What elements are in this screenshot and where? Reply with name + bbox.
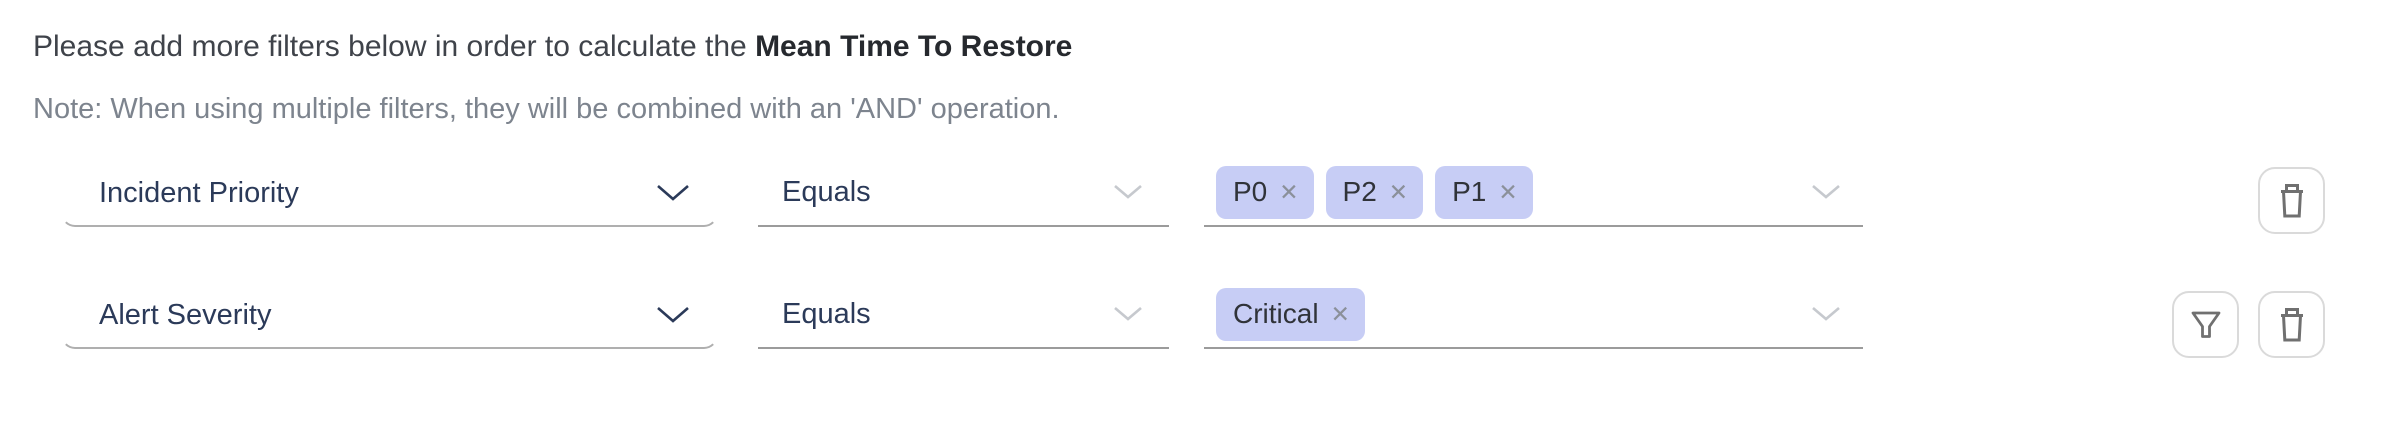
row1-field-select[interactable]: Incident Priority [61, 159, 718, 227]
row1-values-multiselect[interactable]: P0 ✕ P2 ✕ P1 ✕ [1204, 159, 1863, 227]
chevron-down-icon [1114, 307, 1142, 321]
page-title: Please add more filters below in order t… [33, 30, 1072, 64]
row2-filter-button[interactable] [2172, 291, 2239, 358]
row1-operator-select-value: Equals [782, 175, 871, 208]
row2-operator-select-value: Equals [782, 297, 871, 330]
chevron-down-icon [1114, 185, 1142, 199]
value-chip: Critical ✕ [1216, 287, 1365, 341]
value-chip: P2 ✕ [1325, 165, 1424, 219]
chevron-down-icon [1812, 185, 1840, 199]
filter-icon [2191, 311, 2220, 338]
trash-icon [2280, 183, 2303, 217]
value-chip: P0 ✕ [1216, 165, 1314, 219]
value-chip-label: P0 [1233, 176, 1268, 207]
trash-icon [2280, 307, 2303, 341]
remove-chip-icon[interactable]: ✕ [1388, 178, 1409, 205]
remove-chip-icon[interactable]: ✕ [1498, 178, 1518, 205]
page-title-text: Please add more filters below in order t… [33, 30, 756, 63]
row1-delete-button[interactable] [2258, 167, 2325, 234]
chevron-down-icon [1812, 307, 1840, 321]
row2-field-select[interactable]: Alert Severity [61, 281, 718, 349]
row2-chips: Critical ✕ [1216, 287, 1365, 341]
remove-chip-icon[interactable]: ✕ [1330, 300, 1350, 327]
row1-field-select-value: Incident Priority [99, 176, 299, 209]
row1-chips: P0 ✕ P2 ✕ P1 ✕ [1216, 165, 1533, 219]
row2-values-multiselect[interactable]: Critical ✕ [1204, 281, 1863, 349]
chevron-down-icon [657, 307, 689, 323]
value-chip: P1 ✕ [1435, 165, 1533, 219]
value-chip-label: Critical [1233, 298, 1319, 329]
row1-operator-select[interactable]: Equals [758, 159, 1169, 227]
value-chip-label: P2 [1342, 176, 1377, 207]
note-text: Note: When using multiple filters, they … [33, 93, 1060, 125]
row2-field-select-value: Alert Severity [99, 298, 272, 331]
row2-delete-button[interactable] [2258, 291, 2325, 358]
page-title-metric: Mean Time To Restore [755, 30, 1073, 63]
value-chip-label: P1 [1452, 176, 1487, 207]
remove-chip-icon[interactable]: ✕ [1279, 178, 1299, 205]
row2-operator-select[interactable]: Equals [758, 281, 1169, 349]
chevron-down-icon [657, 185, 689, 201]
